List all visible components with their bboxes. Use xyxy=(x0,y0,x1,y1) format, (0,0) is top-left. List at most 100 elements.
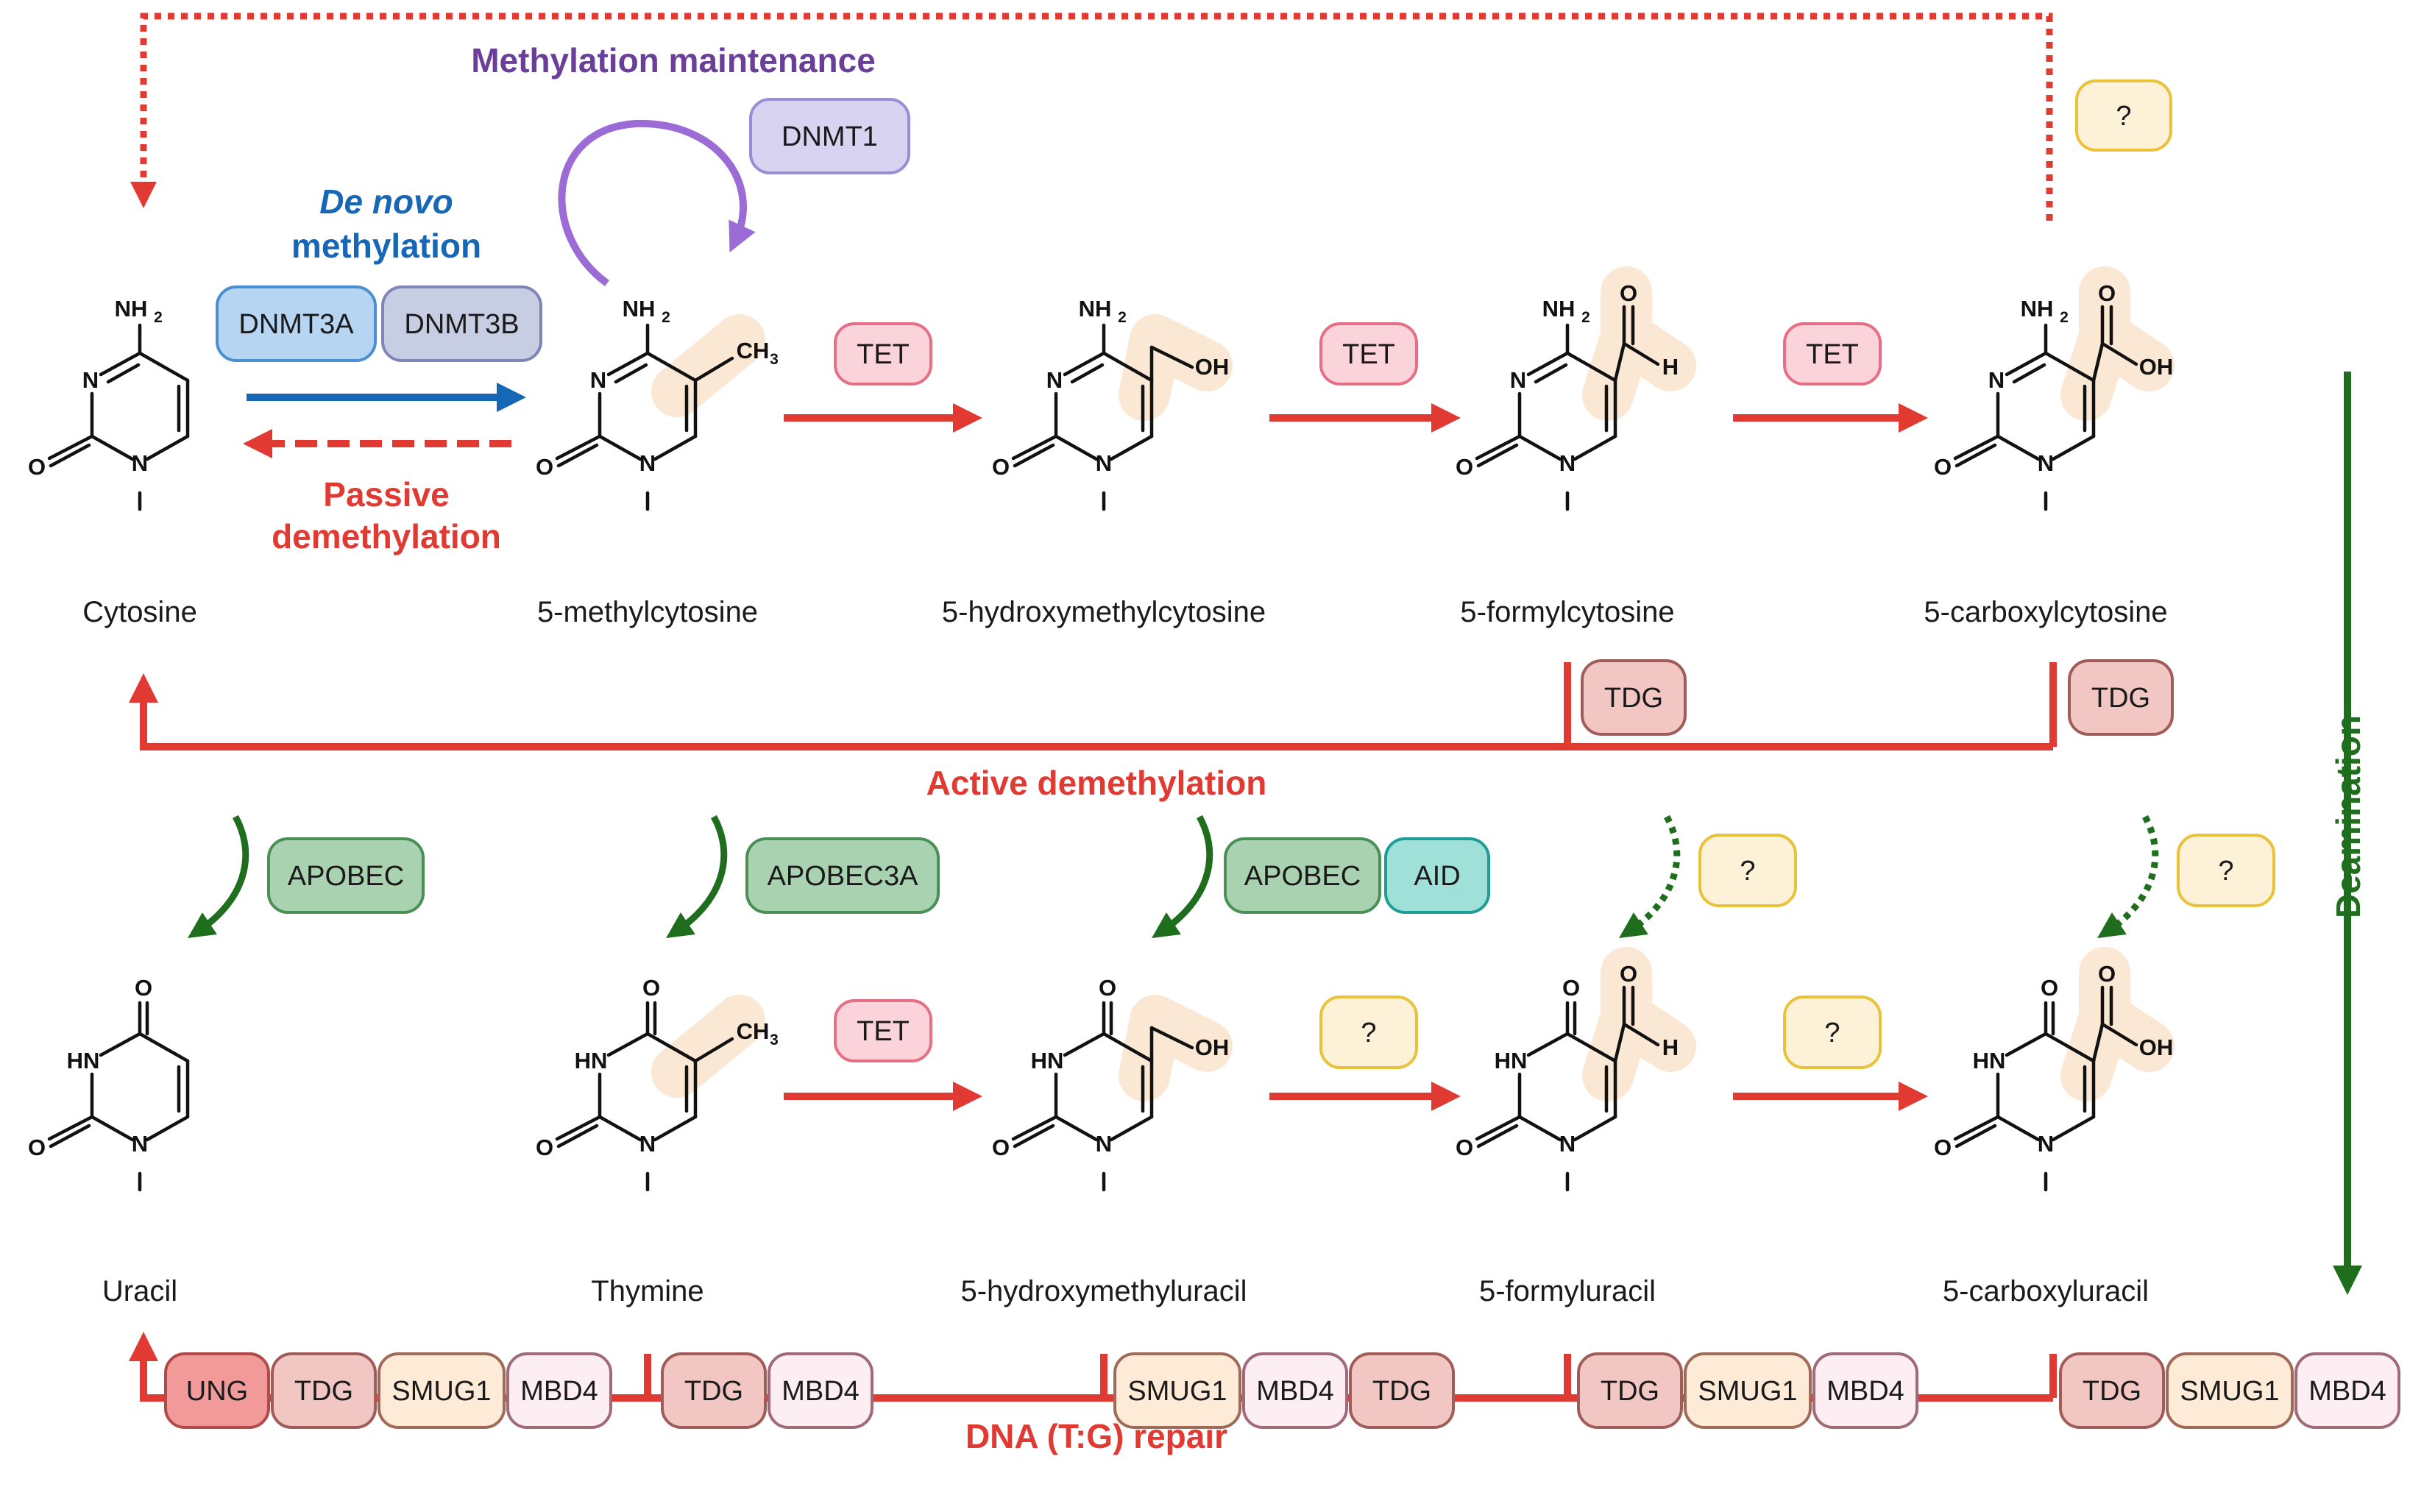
substituent-highlight xyxy=(1582,266,1696,421)
atom-n1: N xyxy=(1096,450,1112,476)
enzyme-aid: AID xyxy=(1384,837,1490,914)
enzyme-tdg: TDG xyxy=(2068,659,2174,736)
bond xyxy=(1011,434,1058,461)
substituent-highlight xyxy=(651,995,765,1098)
enzyme-label-smug1: SMUG1 xyxy=(1127,1376,1227,1407)
deamination-arrow-5mc xyxy=(666,814,728,938)
bond xyxy=(49,443,91,468)
bond xyxy=(1526,1032,1570,1057)
bond xyxy=(2051,434,2096,461)
enzyme-pill-bg xyxy=(1783,995,1882,1069)
bond xyxy=(1054,1115,1099,1142)
bond xyxy=(556,443,599,468)
compound-name: 5-carboxyluracil xyxy=(1943,1275,2149,1307)
enzyme-mbd4: MBD4 xyxy=(506,1352,612,1429)
enzyme-ung: UNG xyxy=(164,1352,270,1429)
enzyme-pill-bg xyxy=(1783,322,1882,386)
bond xyxy=(1054,434,1099,461)
atom-nh2: NH xyxy=(2021,296,2054,322)
enzyme-tdg: TDG xyxy=(661,1352,767,1429)
bond xyxy=(1573,434,1617,461)
enzyme-pill-bg xyxy=(506,1352,612,1429)
bond xyxy=(47,434,94,461)
enzyme-label-tdg: TDG xyxy=(294,1376,353,1407)
enzyme-dnmt3a: DNMT3A xyxy=(216,285,377,362)
enzyme-label-dnmt3a: DNMT3A xyxy=(238,309,354,340)
enzyme-pill-bg xyxy=(2075,79,2172,152)
atom-nh2-sub: 2 xyxy=(1581,309,1590,326)
enzyme-label-tdg: TDG xyxy=(1604,683,1663,714)
enzyme-tdg: TDG xyxy=(1581,659,1687,736)
substituent-highlight xyxy=(2060,947,2175,1101)
bond xyxy=(49,1124,91,1149)
atom-o-formyl: O xyxy=(1620,961,1637,987)
enzyme-pill-bg xyxy=(834,322,932,386)
bond xyxy=(99,1032,142,1057)
bond xyxy=(1063,1032,1106,1057)
bond xyxy=(1149,1026,1194,1050)
atom-nh2-sub: 2 xyxy=(2060,309,2069,326)
bond xyxy=(555,1115,602,1141)
enzyme-label-mbd4: MBD4 xyxy=(1256,1376,1334,1407)
bond xyxy=(693,1037,734,1063)
atom-o-formyl: O xyxy=(1620,280,1637,306)
enzyme-label-tdg: TDG xyxy=(2083,1376,2141,1407)
atom-o2: O xyxy=(1934,454,1952,480)
bond xyxy=(1013,1124,1055,1149)
enzyme-pill-bg xyxy=(834,999,932,1062)
bond xyxy=(556,1124,599,1149)
compound-name: Cytosine xyxy=(82,596,197,628)
atom-hn3: HN xyxy=(1973,1048,2006,1073)
compound-name: 5-hydroxymethylcytosine xyxy=(942,596,1266,628)
enzyme-tet: TET xyxy=(834,999,932,1062)
bond xyxy=(145,1115,190,1142)
atom-nh2: NH xyxy=(115,296,148,322)
atom-ch3-sub: 3 xyxy=(770,1032,779,1048)
enzyme-pill-bg xyxy=(164,1352,270,1429)
atom-n3: N xyxy=(1046,367,1063,393)
atom-hn3: HN xyxy=(1031,1048,1064,1073)
atom-o4: O xyxy=(2041,975,2058,1001)
atom-o2: O xyxy=(28,454,46,480)
enzyme-label-mbd4: MBD4 xyxy=(782,1376,860,1407)
bond xyxy=(2044,351,2096,383)
enzyme-label-apobec3a: APOBEC3A xyxy=(768,861,919,892)
bond xyxy=(1613,1022,1626,1063)
enzyme-label-unknown: ? xyxy=(1740,856,1755,887)
enzyme-mbd4: MBD4 xyxy=(768,1352,873,1429)
bond xyxy=(1622,1022,1660,1047)
bond xyxy=(1149,345,1194,369)
enzyme-pill-bg xyxy=(1224,837,1381,914)
bond xyxy=(138,1032,190,1063)
substituent-highlight xyxy=(651,314,765,417)
enzyme-mbd4: MBD4 xyxy=(2294,1352,2400,1429)
enzyme-pill-bg xyxy=(749,98,910,174)
atom-o2: O xyxy=(1456,1135,1473,1160)
atom-oh-carboxyl: OH xyxy=(2139,1034,2174,1060)
enzyme-pill-bg xyxy=(661,1352,767,1429)
enzyme-dnmt3b: DNMT3B xyxy=(381,285,542,362)
bond xyxy=(47,1115,94,1141)
enzyme-label-tdg: TDG xyxy=(684,1376,743,1407)
atom-ch3: CH xyxy=(737,338,770,363)
compound-name: 5-hydroxymethyluracil xyxy=(960,1275,1247,1307)
bond xyxy=(1565,351,1617,383)
bond xyxy=(1996,434,2041,461)
bond xyxy=(2005,351,2048,377)
passive-label: Passive xyxy=(323,475,449,514)
enzyme-pill-bg xyxy=(1577,1352,1683,1429)
enzyme-apobec3a: APOBEC3A xyxy=(745,837,940,914)
enzyme-label-apobec: APOBEC xyxy=(288,861,404,892)
bond xyxy=(653,1115,698,1142)
bond xyxy=(2091,1022,2105,1063)
bond xyxy=(1954,443,1997,468)
enzyme-label-tet: TET xyxy=(857,1016,910,1047)
atom-n1: N xyxy=(639,450,656,476)
deamination-arrow-5hmc xyxy=(1152,814,1213,938)
atom-o2: O xyxy=(992,454,1010,480)
